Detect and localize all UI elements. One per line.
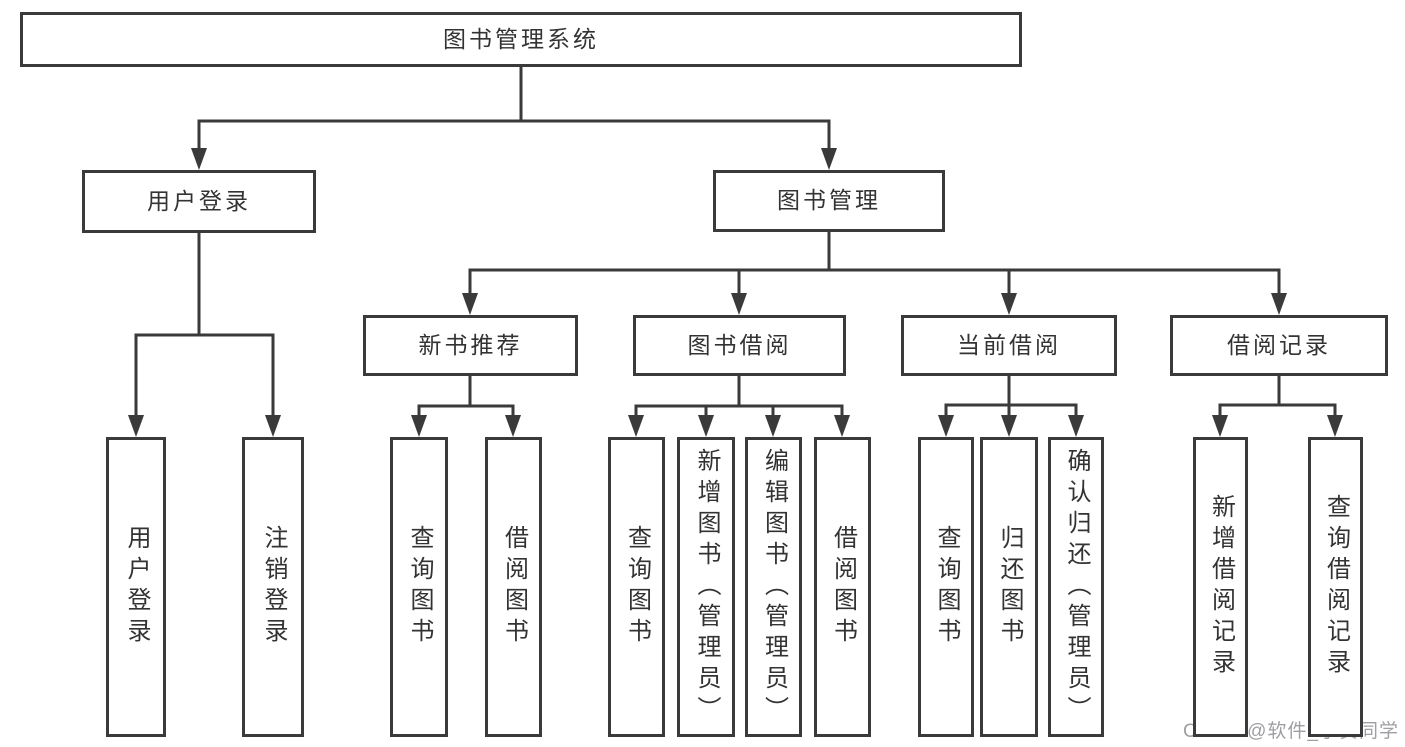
node-leaf-current-query-books: 查询图书	[918, 437, 974, 737]
node-leaf-logout: 注销登录	[242, 437, 304, 737]
connector-line	[134, 231, 275, 337]
node-label: 借阅图书	[829, 525, 857, 649]
arrow-down-icon	[411, 415, 427, 437]
node-label: 编辑图书（管理员）	[760, 447, 788, 727]
connector-line	[468, 230, 1281, 272]
node-leaf-current-return-books: 归还图书	[980, 437, 1038, 737]
arrow-down-icon	[1001, 293, 1017, 315]
node-label: 图书管理	[777, 187, 881, 214]
arrow-down-icon	[821, 148, 837, 170]
connector-from-borrowing-records	[1212, 374, 1343, 437]
node-label: 新书推荐	[418, 331, 523, 358]
node-new-book-recommendation: 新书推荐	[363, 315, 578, 376]
connector-from-library-management-system	[191, 65, 837, 170]
arrow-down-icon	[1001, 415, 1017, 437]
arrow-down-icon	[1271, 293, 1287, 315]
connector-from-new-book-recommendation	[411, 374, 521, 437]
node-label: 确认归还（管理员）	[1063, 447, 1090, 727]
connector-line	[417, 374, 515, 408]
node-label: 查询图书	[406, 525, 433, 649]
node-leaf-current-confirm-return-admin: 确认归还（管理员）	[1048, 437, 1104, 737]
connector-line	[944, 374, 1078, 407]
node-label: 图书管理系统	[443, 25, 599, 52]
node-leaf-recommend-query-books: 查询图书	[390, 437, 448, 737]
node-leaf-recommend-borrow-books: 借阅图书	[485, 437, 542, 737]
connector-from-current-borrowing	[938, 374, 1084, 437]
node-label: 用户登录	[123, 525, 150, 649]
node-label: 用户登录	[147, 187, 251, 214]
node-label: 借阅图书	[500, 525, 528, 649]
node-label: 借阅记录	[1227, 331, 1331, 358]
node-leaf-borrowing-borrow-books: 借阅图书	[814, 437, 871, 737]
node-label: 新增借阅记录	[1207, 494, 1235, 680]
node-label: 注销登录	[260, 525, 287, 649]
node-label: 查询图书	[933, 525, 960, 649]
node-leaf-borrowing-add-books-admin: 新增图书（管理员）	[677, 437, 735, 737]
node-library-management-system: 图书管理系统	[20, 12, 1022, 67]
connector-line	[1218, 374, 1337, 407]
arrow-down-icon	[1327, 415, 1343, 437]
node-book-management: 图书管理	[713, 170, 945, 232]
node-leaf-records-add-record: 新增借阅记录	[1193, 437, 1248, 737]
arrow-down-icon	[731, 293, 747, 315]
node-book-borrowing: 图书借阅	[633, 315, 846, 376]
node-leaf-user-login: 用户登录	[106, 437, 166, 737]
arrow-down-icon	[265, 415, 281, 437]
node-leaf-borrowing-edit-books-admin: 编辑图书（管理员）	[745, 437, 802, 737]
connector-from-book-management	[462, 230, 1287, 315]
arrow-down-icon	[1068, 415, 1084, 437]
connector-from-user-login	[128, 231, 281, 437]
arrow-down-icon	[1212, 415, 1228, 437]
node-label: 图书借阅	[687, 331, 792, 358]
connector-line	[634, 374, 844, 408]
node-label: 查询图书	[623, 525, 651, 649]
node-current-borrowing: 当前借阅	[901, 315, 1117, 376]
node-leaf-borrowing-query-books: 查询图书	[608, 437, 665, 737]
arrow-down-icon	[698, 415, 714, 437]
arrow-down-icon	[938, 415, 954, 437]
node-label: 归还图书	[996, 525, 1023, 649]
node-label: 当前借阅	[957, 331, 1061, 358]
arrow-down-icon	[834, 415, 850, 437]
node-label: 查询借阅记录	[1322, 494, 1350, 680]
arrow-down-icon	[128, 415, 144, 437]
arrow-down-icon	[505, 415, 521, 437]
node-leaf-records-query-record: 查询借阅记录	[1308, 437, 1363, 737]
node-user-login: 用户登录	[82, 170, 316, 233]
arrow-down-icon	[462, 293, 478, 315]
node-label: 新增图书（管理员）	[693, 447, 720, 727]
connector-from-book-borrowing	[628, 374, 850, 437]
arrow-down-icon	[191, 148, 207, 170]
node-borrowing-records: 借阅记录	[1170, 315, 1388, 376]
arrow-down-icon	[765, 415, 781, 437]
arrow-down-icon	[628, 415, 644, 437]
connector-line	[197, 65, 831, 123]
